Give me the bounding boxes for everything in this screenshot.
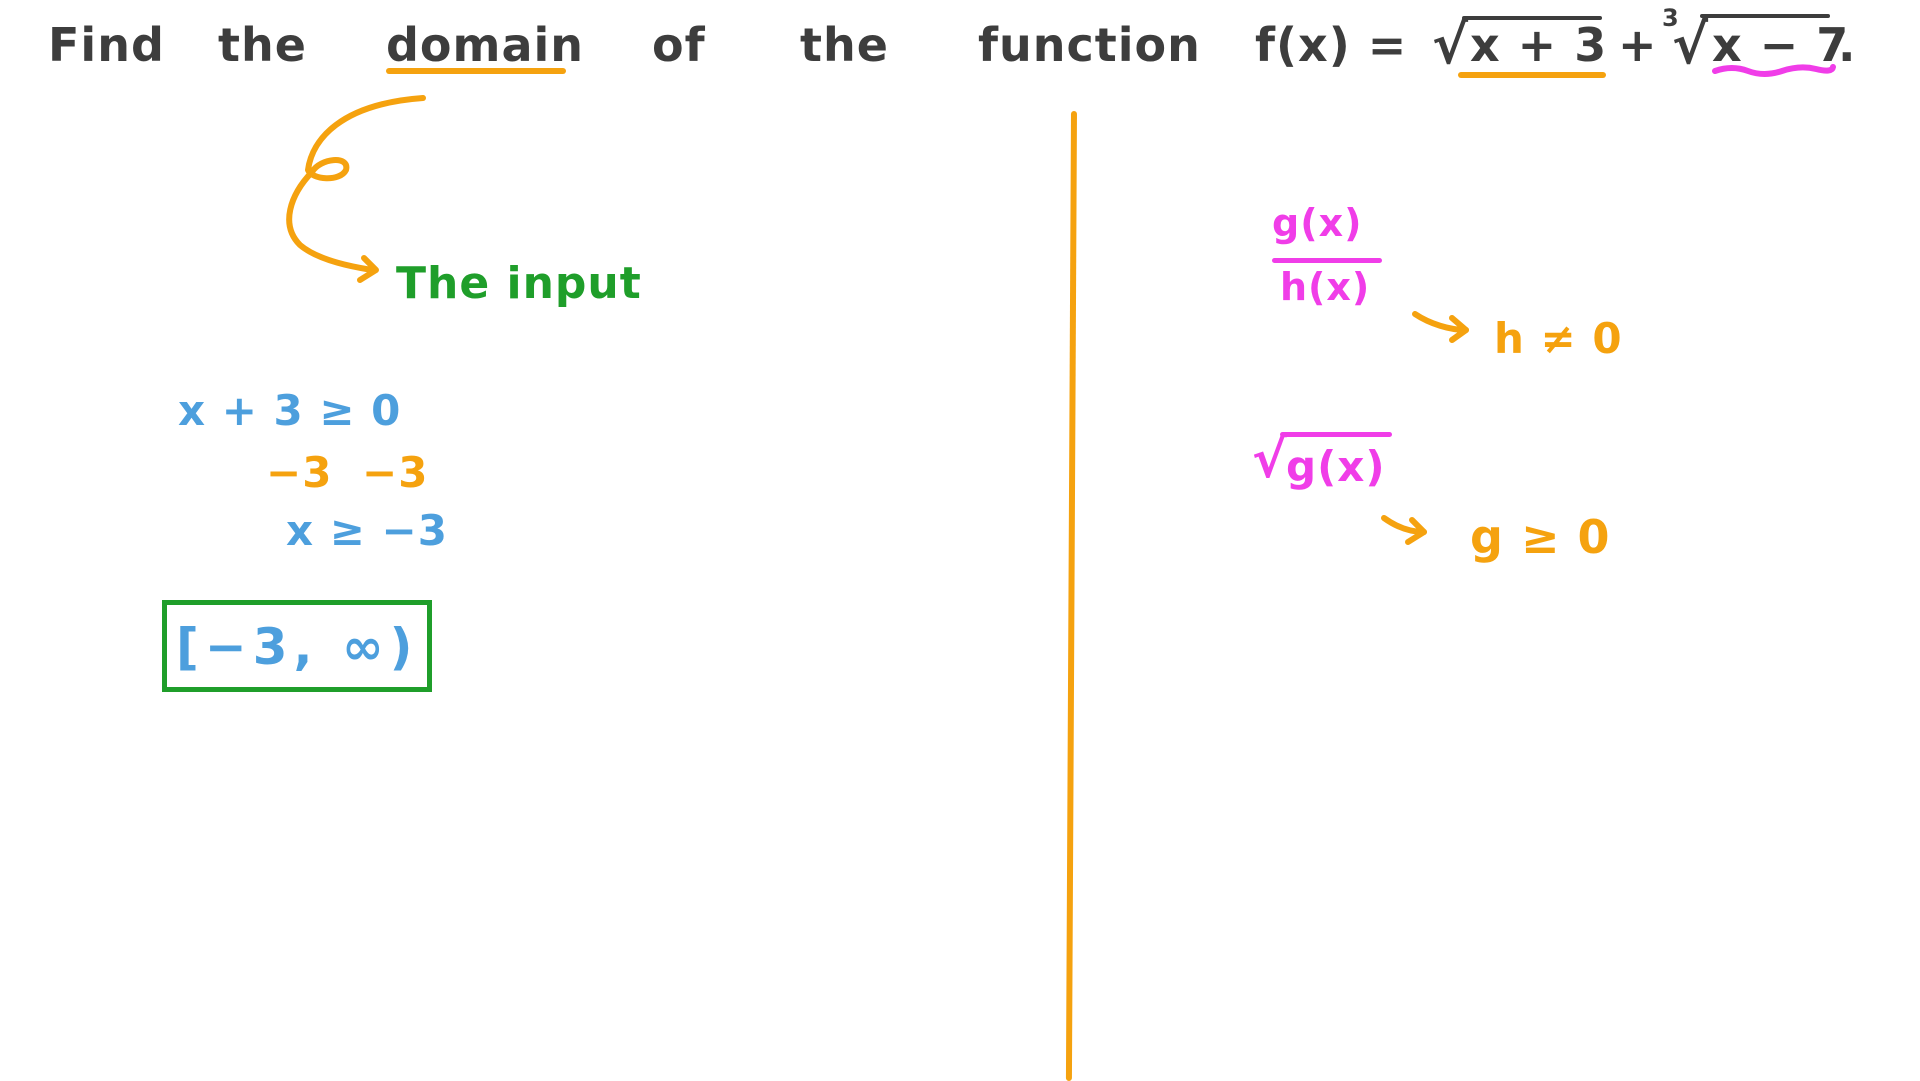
title-word-domain: domain	[386, 18, 585, 72]
radical1-content: x + 3	[1470, 18, 1608, 72]
formula-period: .	[1838, 18, 1857, 72]
answer-box	[162, 600, 432, 692]
panel-divider	[1065, 110, 1077, 1081]
sqrt-symbol-icon-2: √	[1252, 430, 1288, 490]
condition-g-nonnegative: g ≥ 0	[1470, 510, 1611, 564]
step-result: x ≥ −3	[286, 506, 448, 555]
radical2-wavy-underline	[1712, 64, 1836, 77]
answer-interval: [−3, ∞)	[176, 618, 419, 676]
step-inequality: x + 3 ≥ 0	[178, 386, 402, 435]
radical2-content: x − 7	[1712, 18, 1850, 72]
sqrt-bar-2	[1700, 14, 1830, 18]
condition-h-not-zero: h ≠ 0	[1494, 314, 1623, 363]
title-word-the: the	[218, 18, 307, 72]
cube-root-symbol-icon: √	[1672, 13, 1710, 76]
annotation-the-input: The input	[396, 258, 642, 309]
title-word-of: of	[652, 18, 706, 72]
domain-underline	[386, 68, 566, 74]
step-subtract: −3 −3	[266, 448, 429, 497]
formula-lhs: f(x) =	[1255, 18, 1408, 72]
title-word-find: Find	[48, 18, 165, 72]
sqrt-expression: g(x)	[1286, 442, 1386, 491]
fraction-numerator: g(x)	[1272, 201, 1363, 245]
fraction-denominator: h(x)	[1280, 265, 1371, 309]
sqrt-bar-1	[1462, 16, 1602, 20]
cube-root-index: 3	[1662, 4, 1680, 32]
title-word-function: function	[978, 18, 1201, 72]
sqrt-bar-3	[1280, 432, 1392, 437]
fraction-bar	[1272, 258, 1382, 263]
formula-plus: +	[1618, 18, 1658, 72]
title-word-the-2: the	[800, 18, 889, 72]
radical1-underline	[1458, 72, 1606, 78]
sqrt-symbol-icon: √	[1432, 13, 1470, 76]
